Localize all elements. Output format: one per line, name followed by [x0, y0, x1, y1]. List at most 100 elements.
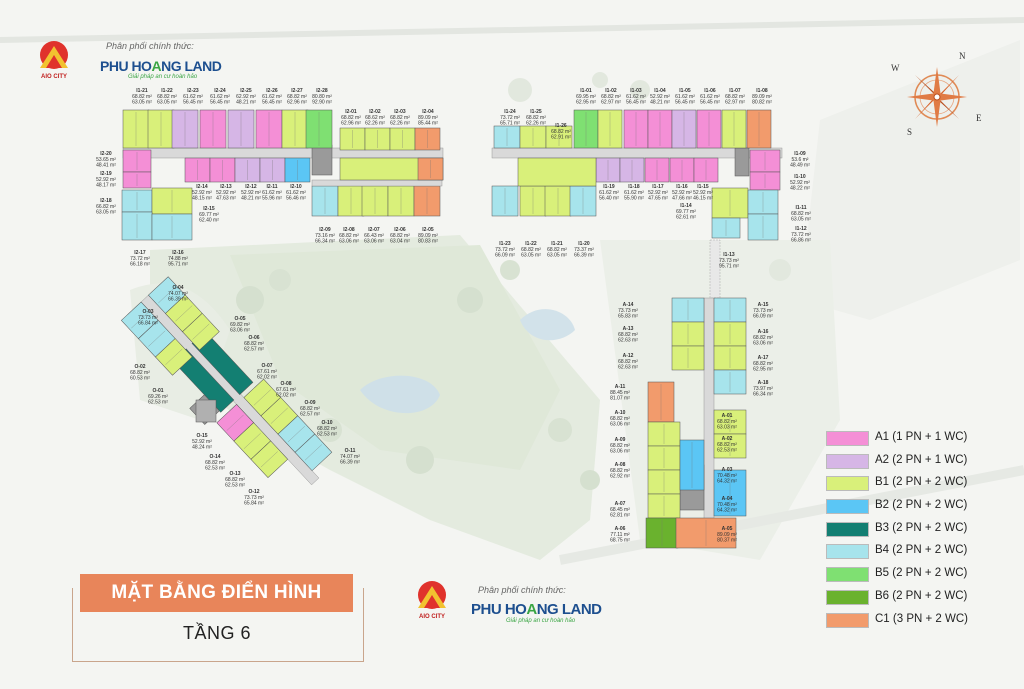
- unit-code-label: I2-10: [290, 184, 302, 190]
- unit-code-label: I1-07: [729, 88, 741, 94]
- unit-code-label: I1-16: [676, 184, 688, 190]
- unit-area-label: 68.82 m²: [339, 233, 359, 239]
- unit-area-label: 62.96 m²: [341, 121, 361, 127]
- unit-code-label: A-18: [758, 380, 769, 386]
- unit-area-label: 47.66 m²: [672, 196, 692, 202]
- unit-area-label: 80.83 m²: [418, 239, 438, 245]
- unit-code-label: I1-19: [603, 184, 615, 190]
- legend-item: B2 (2 PN + 2 WC): [820, 496, 1010, 519]
- unit-wall: [287, 426, 305, 443]
- unit-code-label: I2-06: [394, 227, 406, 233]
- legend-swatch: [826, 453, 869, 469]
- legend-label: B3 (2 PN + 2 WC): [875, 521, 968, 534]
- unit-code-label: A-03: [722, 467, 733, 473]
- unit-wall: [148, 330, 166, 347]
- unit-area-label: 69.77 m²: [676, 209, 696, 215]
- unit-area-label: 63.06 m²: [610, 422, 630, 428]
- unit-code-label: I1-08: [756, 88, 768, 94]
- unit-area-label: 63.05 m²: [96, 210, 116, 216]
- unit-area-label: 68.82 m²: [287, 94, 307, 100]
- unit-area-label: 68.82 m²: [547, 247, 567, 253]
- unit-area-label: 80.82 m²: [752, 100, 772, 106]
- unit-area-label: 68.82 m²: [390, 115, 410, 121]
- unit-area-label: 52.92 m²: [96, 177, 116, 183]
- unit-area-label: 56.45 m²: [700, 100, 720, 106]
- unit-area-label: 53.6 m²: [792, 157, 809, 163]
- unit-wall: [243, 433, 261, 449]
- unit-area-label: 52.92 m²: [216, 190, 236, 196]
- unit-area-label: 56.45 m²: [210, 100, 230, 106]
- unit-area-label: 62.53 m²: [148, 400, 168, 406]
- unit-area-label: 62.02 m²: [257, 375, 277, 381]
- unit-code-label: O-04: [172, 285, 183, 291]
- unit-area-label: 56.45 m²: [675, 100, 695, 106]
- legend-label: C1 (3 PN + 2 WC): [875, 612, 968, 625]
- unit-area-label: 48.15 m²: [192, 196, 212, 202]
- unit-area-label: 62.97 m²: [601, 100, 621, 106]
- unit-area-label: 73.72 m²: [130, 256, 150, 262]
- unit-code-label: I2-19: [100, 171, 112, 177]
- unit-area-label: 70.48 m²: [717, 502, 737, 508]
- compass-e-label: E: [976, 113, 982, 123]
- unit-area-label: 68.82 m²: [753, 361, 773, 367]
- distributor-logo: PHU HOANG LAND: [100, 58, 222, 74]
- unit-code-label: I1-24: [504, 109, 516, 115]
- unit-area-label: 61.62 m²: [626, 94, 646, 100]
- unit-area-label: 52.92 m²: [241, 190, 261, 196]
- floor-label: TẦNG 6: [182, 623, 251, 643]
- unit-area-label: 66.09 m²: [495, 253, 515, 259]
- legend-swatch: [826, 544, 869, 560]
- unit-area-label: 56.45 m²: [262, 100, 282, 106]
- unit-area-label: 56.45 m²: [183, 100, 203, 106]
- unit-area-label: 62.57 m²: [300, 412, 320, 418]
- unit-area-label: 92.90 m²: [312, 100, 332, 106]
- unit-code-label: I1-06: [704, 88, 716, 94]
- unit-area-label: 67.61 m²: [276, 387, 296, 393]
- unit-area-label: 62.81 m²: [610, 513, 630, 519]
- unit-area-label: 69.95 m²: [576, 94, 596, 100]
- unit-code-label: I1-03: [630, 88, 642, 94]
- unit-code-label: I2-08: [343, 227, 355, 233]
- unit-area-label: 62.97 m²: [725, 100, 745, 106]
- unit-area-label: 66.82 m²: [96, 204, 116, 210]
- unit-area-label: 88.45 m²: [610, 390, 630, 396]
- compass-n-label: N: [959, 51, 966, 61]
- unit-area-label: 68.82 m²: [526, 115, 546, 121]
- unit-area-label: 66.39 m²: [574, 253, 594, 259]
- unit-code-label: O-15: [196, 433, 207, 439]
- unit-code-label: O-11: [345, 448, 356, 454]
- unit-area-label: 46.15 m²: [693, 196, 713, 202]
- unit-area-label: 63.06 m²: [339, 239, 359, 245]
- unit-area-label: 68.82 m²: [551, 129, 571, 135]
- developer-logo-text: AIO CITY: [418, 614, 445, 620]
- unit-area-label: 56.45 m²: [626, 100, 646, 106]
- unit-code-label: I2-26: [266, 88, 278, 94]
- unit-code-label: I1-10: [794, 174, 806, 180]
- unit-block: [517, 157, 597, 187]
- unit-area-label: 61.62 m²: [675, 94, 695, 100]
- legend-swatch: [826, 589, 869, 605]
- unit-code-label: O-13: [229, 471, 240, 477]
- unit-area-label: 52.92 m²: [672, 190, 692, 196]
- developer-logo-text: AIO CITY: [40, 74, 67, 80]
- distributor-logo-bottom: PHU HOANG LAND: [471, 601, 602, 618]
- unit-area-label: 68.82 m²: [610, 443, 630, 449]
- unit-area-label: 85.44 m²: [418, 121, 438, 127]
- unit-area-label: 61.62 m²: [700, 94, 720, 100]
- title-box: MẶT BẰNG ĐIỂN HÌNH TẦNG 6: [67, 566, 367, 676]
- unit-code-label: I2-03: [394, 109, 406, 115]
- unit-area-label: 62.91 m²: [551, 135, 571, 141]
- corridor: [703, 297, 715, 545]
- unit-code-label: I2-01: [345, 109, 357, 115]
- distributor-name-2: NG LAND: [536, 601, 602, 618]
- unit-code-label: A-07: [615, 501, 626, 507]
- unit-area-label: 62.92 m²: [236, 94, 256, 100]
- unit-area-label: 48.22 m²: [790, 186, 810, 192]
- unit-area-label: 64.32 m²: [717, 508, 737, 514]
- unit-area-label: 62.53 m²: [225, 483, 245, 489]
- unit-area-label: 52.92 m²: [648, 190, 668, 196]
- legend-label: A1 (1 PN + 1 WC): [875, 431, 968, 443]
- unit-code-label: I1-23: [499, 241, 511, 247]
- unit-area-label: 52.92 m²: [192, 439, 212, 445]
- unit-code-label: I1-22: [525, 241, 537, 247]
